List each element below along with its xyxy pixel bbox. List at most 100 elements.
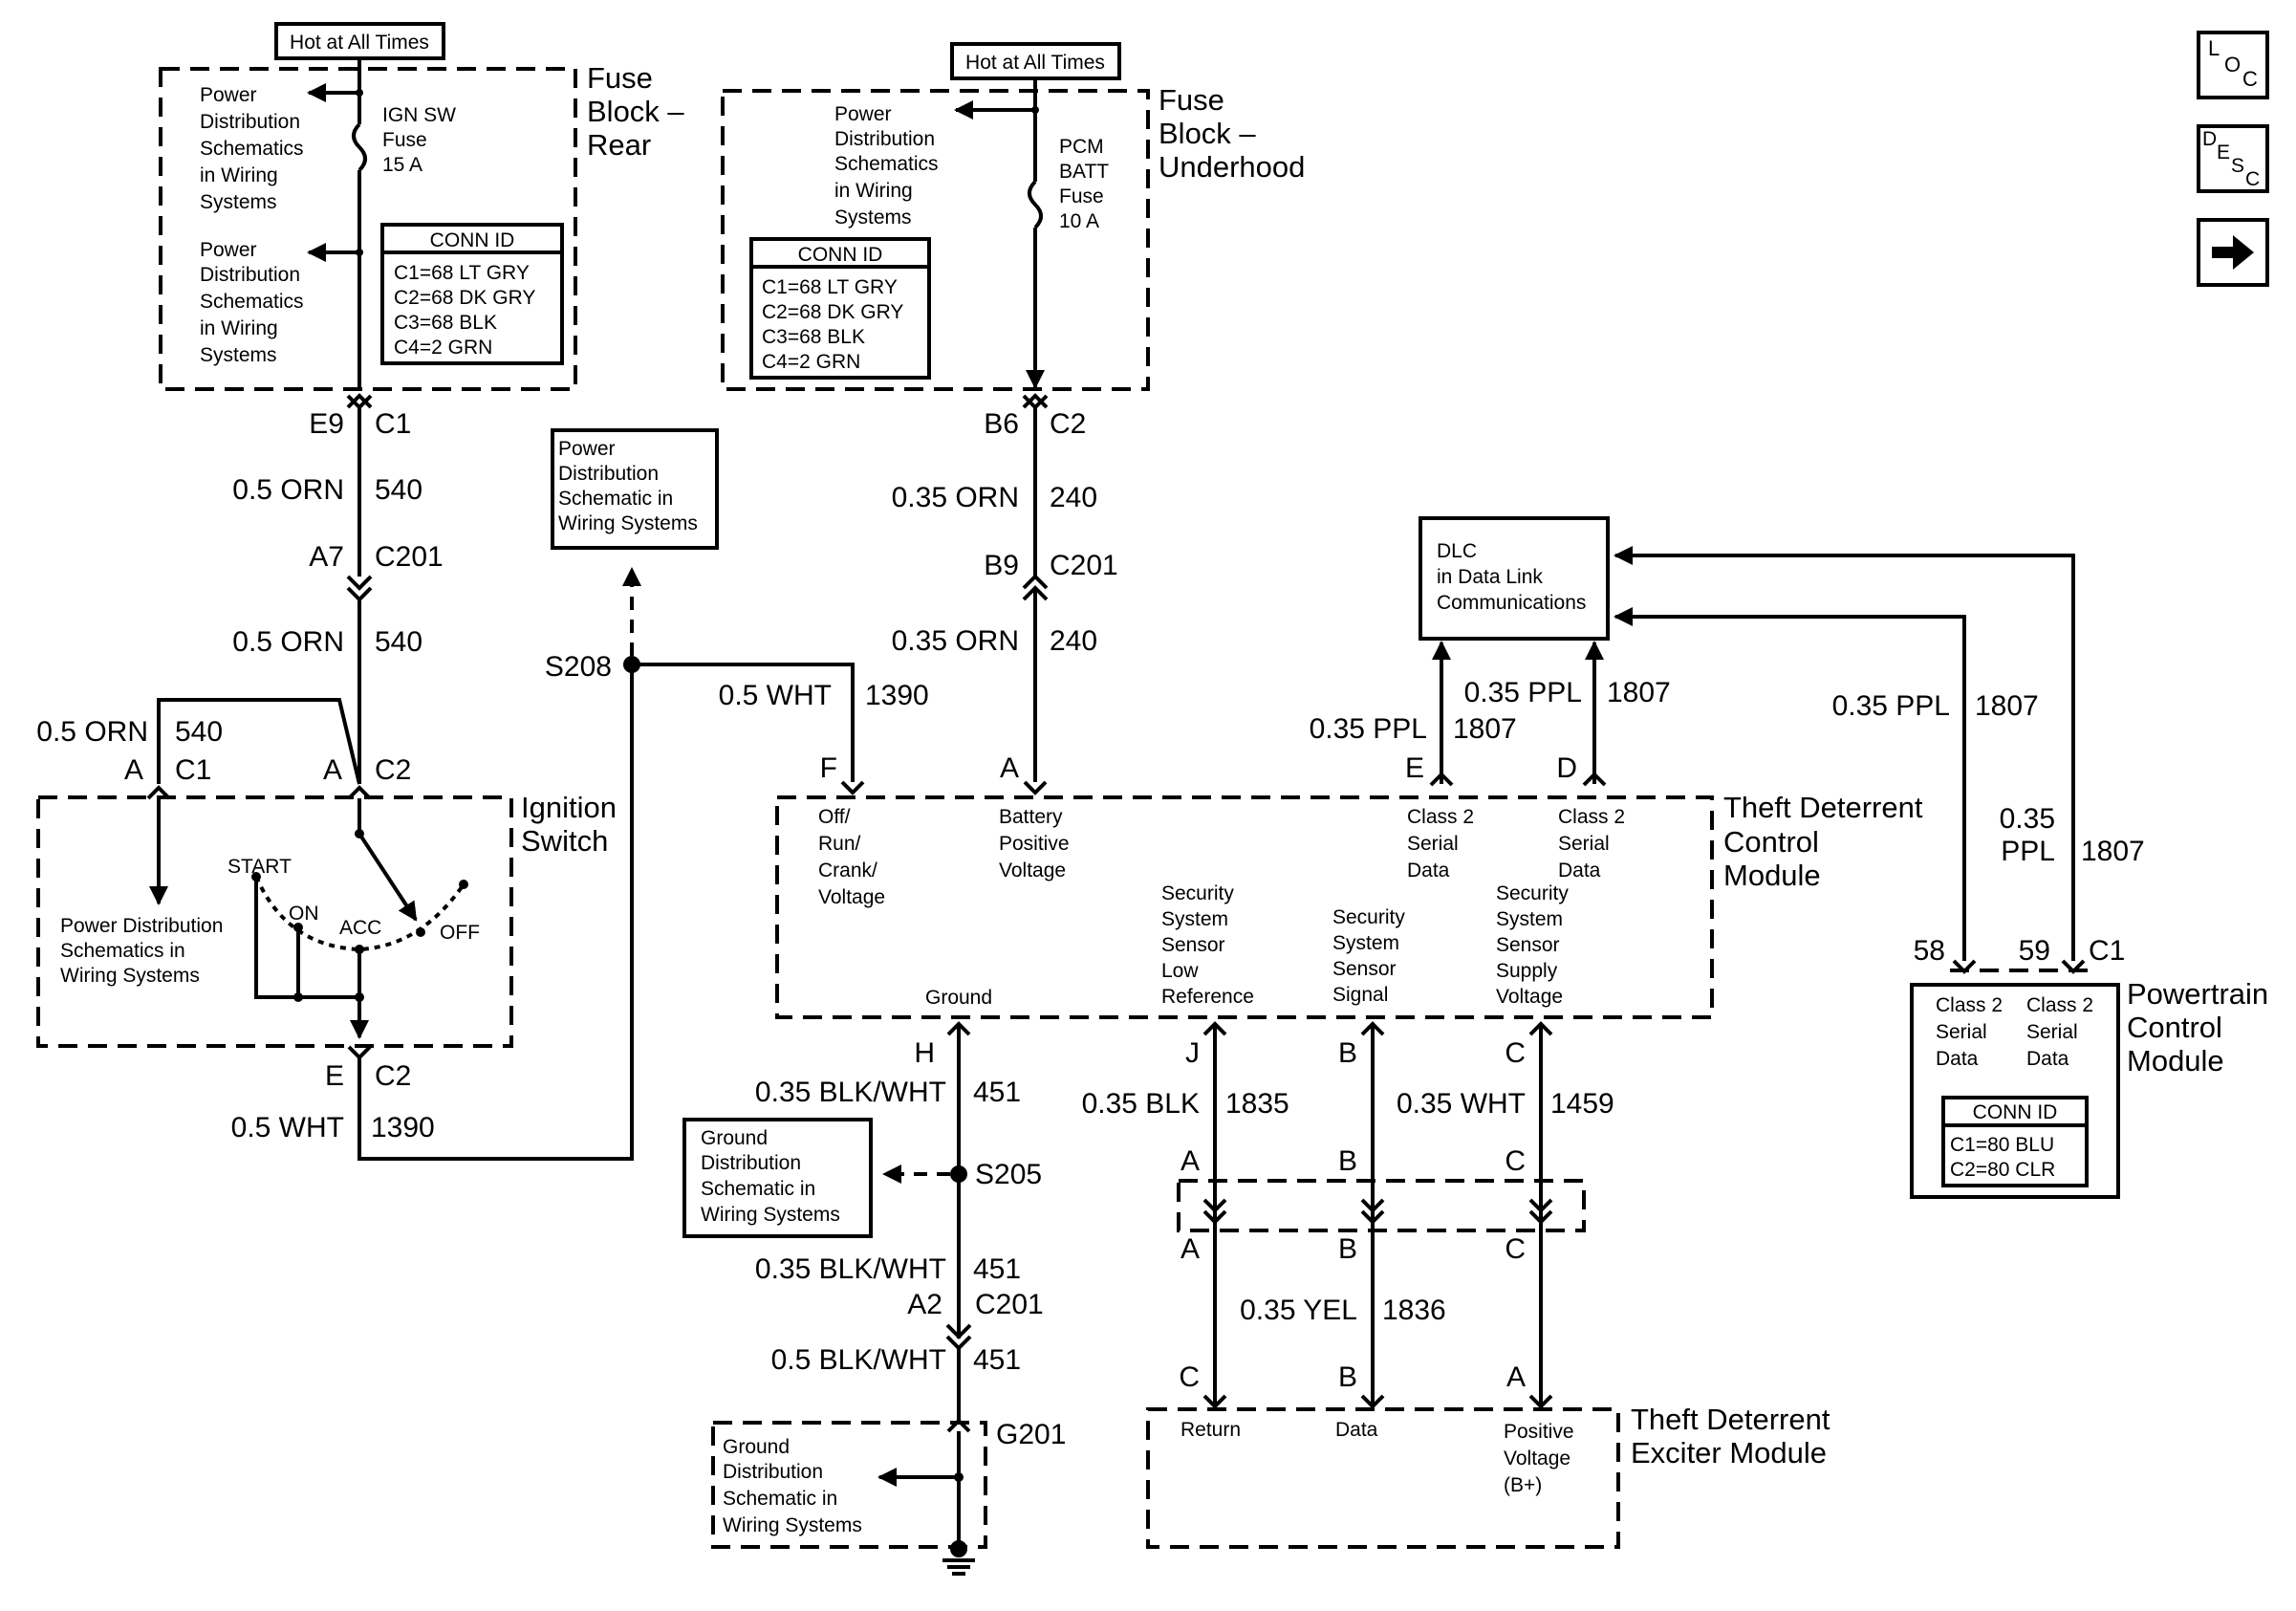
wire-label: 0.35 ORN [892,482,1019,513]
conn-e9: E9 [309,408,344,440]
conn-a: A [1180,1233,1200,1265]
circuit-number: 1390 [371,1112,435,1143]
conn-e: E [1405,752,1424,784]
splice-label: S205 [975,1159,1042,1190]
fuse-icon [1028,180,1043,229]
circuit-number: 240 [1050,482,1097,513]
splice-s205 [950,1165,967,1183]
conn-a2: A2 [907,1289,942,1320]
splice-s208 [623,656,640,673]
circuit-number: 451 [973,1253,1021,1285]
fuse-block-rear-outline [159,67,577,391]
conn-b6: B6 [984,408,1019,440]
conn-b: B [1338,1037,1357,1069]
conn-id-table [380,223,564,365]
conn-c: C [1505,1037,1526,1069]
loc-l: L [2208,36,2220,60]
conn-c: C [1505,1145,1526,1177]
wire-label: 0.35 BLK/WHT [755,1253,946,1285]
conn-a: A [1000,752,1019,784]
circuit-number: 1835 [1225,1088,1289,1120]
conn-c1: C1 [375,408,411,440]
location-icon[interactable]: L O C [2197,31,2269,99]
conn-c201: C201 [975,1289,1044,1320]
loc-c: C [2242,67,2258,91]
wire-label: 0.35 ORN [892,625,1019,657]
conn-a: A [1506,1361,1526,1393]
conn-f: F [820,752,837,784]
conn-id-title: CONN ID [1973,1101,2058,1123]
wire-label: 0.35 PPL [1832,690,1950,722]
conn-j: J [1185,1037,1200,1069]
circuit-240: B6 C2 0.35 ORN 240 B9 C201 0.35 ORN 240 … [892,393,1118,795]
conn-b: B [1338,1361,1357,1393]
circuit-540: E9 C1 0.5 ORN 540 A7 C201 0.5 ORN 540 0.… [36,393,444,800]
desc-e: E [2217,142,2230,163]
hot-label: Hot at All Times [290,32,429,54]
conn-c2: C2 [375,1060,411,1092]
conn-a7: A7 [309,541,344,573]
conn-id-table [749,237,931,380]
conn-b9: B9 [984,550,1019,581]
circuit-1390: E C2 0.5 WHT 1390 S208 0.5 WHT 1390 Powe… [231,428,929,1161]
on-label: ON [289,903,319,925]
fuse-block-underhood-outline [721,89,1150,391]
wire-label: 0.35 YEL [1240,1295,1357,1326]
pds-box [551,428,719,550]
acc-label: ACC [339,917,381,939]
ground-icon [950,1540,967,1557]
circuit-number: 240 [1050,625,1097,657]
tdcm-outline [775,795,1714,1019]
wire-label: 0.5 ORN [232,474,344,506]
start-label: START [227,856,292,878]
next-arrow-icon[interactable] [2197,218,2269,287]
gds-g201-outline [711,1421,987,1549]
circuit-number: 451 [973,1344,1021,1376]
circuit-number: 1836 [1382,1295,1446,1326]
wire-label: 0.35 PPL [1310,713,1427,745]
pin-c-label: Return [1180,1419,1241,1441]
splice-label: S208 [545,651,612,683]
conn-c2: C2 [375,754,411,786]
conn-59: 59 [2019,935,2050,967]
conn-h: H [914,1037,935,1069]
description-icon[interactable]: D E S C [2197,124,2269,193]
conn-d: D [1556,752,1577,784]
wire-label: 0.5 WHT [231,1112,344,1143]
wire-label: 0.35 BLK/WHT [755,1077,946,1108]
conn-c201: C201 [375,541,444,573]
wire-label: 0.35 BLK [1082,1088,1200,1120]
circuit-number: 451 [973,1077,1021,1108]
circuit-number: 540 [375,474,422,506]
conn-58: 58 [1914,935,1945,967]
desc-s: S [2231,155,2244,177]
pin-b-label: Data [1335,1419,1378,1441]
conn-c1: C1 [175,754,211,786]
